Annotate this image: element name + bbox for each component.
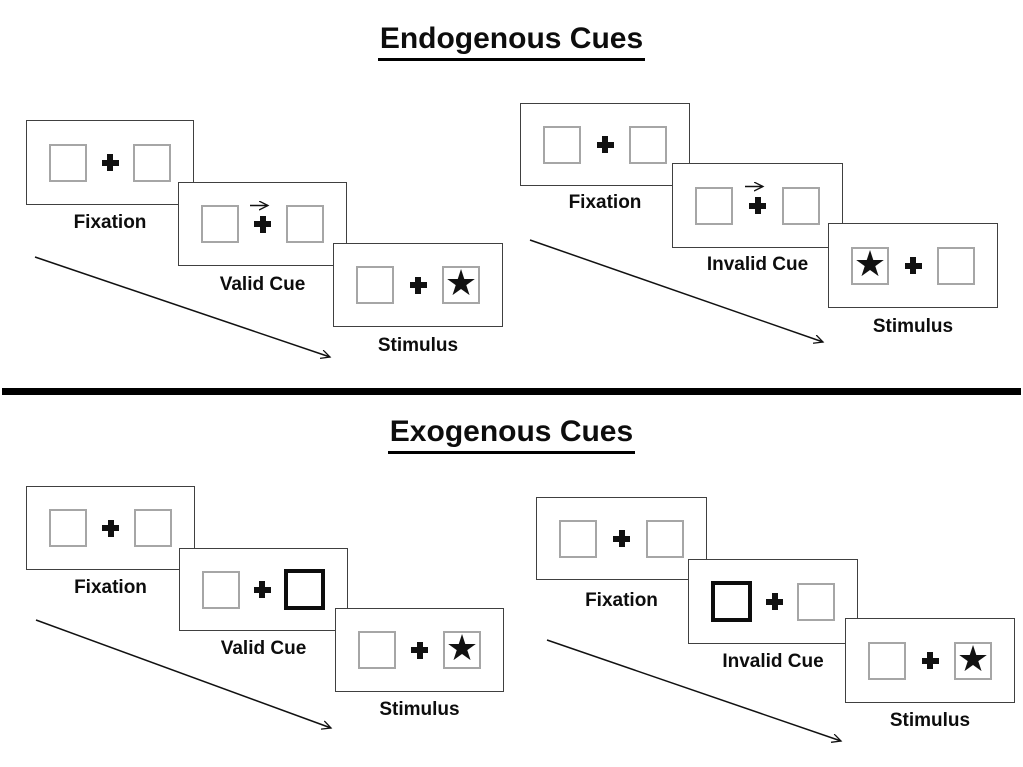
fixation-cross-icon [921, 652, 939, 669]
left-box: ★ [868, 641, 906, 680]
fixation-cross-wrap [102, 519, 119, 537]
valid-cue-panel: ★ ★ [179, 548, 348, 631]
left-box: ★ [711, 581, 752, 622]
panel-label: Valid Cue [219, 274, 306, 295]
fixation-cross-wrap [101, 154, 119, 171]
fixation-cross-icon [766, 593, 783, 610]
fixation-panel: ★ ★ [26, 120, 194, 205]
right-box: ★ [443, 631, 481, 669]
right-box: ★ [133, 143, 171, 182]
left-box: ★ [358, 631, 396, 669]
invalid-cue-panel: ★ ★ [672, 163, 843, 248]
sequence-arrow-icon [529, 239, 831, 350]
fixation-cross-icon [904, 257, 922, 274]
right-box: ★ [782, 186, 820, 225]
left-box: ★ [559, 519, 597, 558]
fixation-cross-wrap [766, 593, 783, 610]
stimulus-panel: ★ ★ [845, 618, 1015, 703]
right-box: ★ [134, 509, 172, 547]
fixation-cross-wrap [253, 581, 271, 598]
panel-label: Stimulus [377, 335, 459, 356]
fixation-cross-icon [102, 519, 119, 537]
fixation-cross-wrap [745, 197, 766, 214]
fixation-cross-wrap [613, 530, 630, 547]
fixation-cross-icon [254, 215, 271, 233]
panel-label: Invalid Cue [722, 651, 824, 672]
right-box: ★ [937, 246, 975, 285]
fixation-cross-icon [411, 641, 428, 659]
panel-label: Stimulus [379, 699, 460, 720]
left-box: ★ [201, 205, 239, 243]
left-box: ★ [851, 243, 889, 285]
right-box: ★ [284, 569, 325, 610]
fixation-cross-icon [409, 276, 427, 294]
fixation-cross-wrap [921, 652, 939, 669]
left-box: ★ [695, 186, 733, 225]
right-box: ★ [954, 638, 992, 680]
fixation-cross-wrap [596, 136, 614, 153]
fixation-cross-icon [253, 581, 271, 598]
invalid-cue-panel: ★ ★ [688, 559, 858, 644]
panel-label: Fixation [74, 577, 147, 598]
panel-label: Valid Cue [220, 638, 307, 659]
sequence-arrow-icon [35, 619, 341, 737]
left-box: ★ [49, 509, 87, 547]
stimulus-panel: ★ ★ [333, 243, 503, 327]
fixation-panel: ★ ★ [536, 497, 707, 580]
star-icon: ★ [956, 638, 990, 680]
sequence-arrow-icon [546, 639, 850, 750]
right-box: ★ [629, 125, 667, 164]
section-divider [2, 388, 1021, 395]
valid-cue-panel: ★ ★ [178, 182, 347, 266]
stimulus-panel: ★ ★ [335, 608, 504, 692]
fixation-cross-icon [596, 136, 614, 153]
panel-label: Fixation [568, 192, 642, 213]
fixation-panel: ★ ★ [520, 103, 690, 186]
panel-label: Stimulus [889, 710, 971, 731]
section-title-exogenous: Exogenous Cues [0, 415, 1023, 454]
left-box: ★ [543, 125, 581, 164]
section-title-endogenous: Endogenous Cues [0, 22, 1023, 61]
right-box: ★ [442, 266, 480, 304]
fixation-panel: ★ ★ [26, 486, 195, 570]
endogenous-title-text: Endogenous Cues [377, 22, 646, 61]
panel-label: Invalid Cue [706, 254, 809, 275]
star-icon: ★ [444, 263, 478, 304]
cue-arrow-icon [250, 200, 277, 211]
left-box: ★ [356, 266, 394, 304]
panel-label: Fixation [585, 590, 658, 611]
fixation-cross-wrap [904, 257, 922, 274]
left-box: ★ [202, 570, 240, 609]
star-icon: ★ [445, 628, 479, 669]
left-box: ★ [49, 143, 87, 182]
sequence-arrow-icon [34, 256, 338, 364]
fixation-cross-wrap [409, 276, 427, 294]
panel-label: Fixation [73, 212, 147, 233]
panel-label: Stimulus [872, 316, 954, 337]
cue-arrow-icon [745, 181, 772, 192]
fixation-cross-icon [101, 154, 119, 171]
exogenous-title-text: Exogenous Cues [387, 415, 636, 454]
fixation-cross-wrap [250, 215, 271, 233]
right-box: ★ [797, 582, 835, 621]
star-icon: ★ [853, 243, 887, 285]
right-box: ★ [286, 205, 324, 243]
fixation-cross-wrap [411, 641, 428, 659]
fixation-cross-icon [613, 530, 630, 547]
stimulus-panel: ★ ★ [828, 223, 998, 308]
fixation-cross-icon [749, 197, 766, 214]
right-box: ★ [646, 519, 684, 558]
